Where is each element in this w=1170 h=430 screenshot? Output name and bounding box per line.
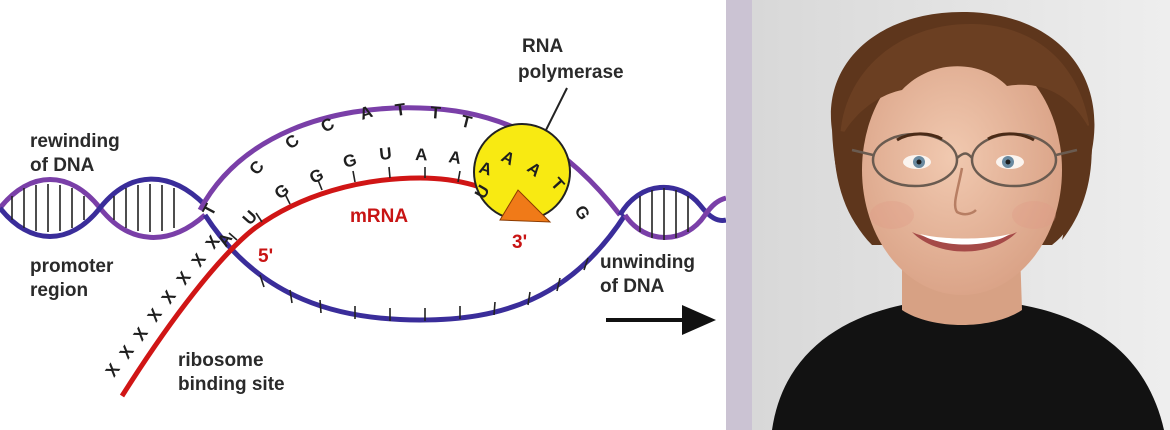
mrna-base: G [271,180,293,203]
unpaired-mark: X [173,268,195,289]
mrna-base: G [341,150,359,172]
rewinding-label-line1: rewinding [30,131,120,152]
mrna-label: mRNA [350,206,408,227]
promoter-label-line1: promoter [30,256,114,277]
unwinding-label-line2: of DNA [600,276,665,297]
unpaired-mark: X [158,287,180,308]
diagram-labels: rewinding of DNA promoter region ribosom… [30,36,695,395]
template-base: T [459,111,474,132]
mrna-base: A [447,147,462,168]
ribosome-label-line2: binding site [178,374,285,395]
promoter-label-line2: region [30,280,88,301]
unpaired-mark: X [188,250,210,271]
cheek-right [1012,201,1056,229]
transcription-bubble [200,108,625,321]
right-helix-strand-a [620,187,726,220]
left-helix-rungs [12,184,174,232]
mrna-base: A [415,145,428,164]
three-prime-label: 3' [512,232,527,253]
right-double-helix [620,187,726,240]
template-base: T [430,103,442,123]
mrna-base-ticks [229,167,460,240]
left-double-helix [0,179,205,237]
five-prime-label: 5' [258,246,273,267]
polymerase-label-line2: polymerase [518,62,624,83]
unwinding-label-line1: unwinding [600,252,695,273]
template-base: A [357,102,375,124]
mrna-base: G [306,165,326,188]
polymerase-pointer-line [546,88,567,130]
portrait-svg [752,0,1170,430]
portrait-photo [752,0,1170,430]
template-base: C [246,157,268,179]
rewinding-label-line2: of DNA [30,155,95,176]
direction-arrow [606,305,716,335]
diagram-svg: T C C C A T T T A A T G A U G G G U [0,0,726,430]
template-base: G [571,202,594,223]
unpaired-mark: X [144,305,166,326]
lower-strand-ticks [260,258,588,321]
transcription-diagram: T C C C A T T T A A T G A U G G G U [0,0,726,430]
mrna-base: U [378,144,392,164]
ribosome-label-line1: ribosome [178,350,264,371]
cheek-left [870,201,914,229]
polymerase-label-line1: RNA [522,36,563,57]
coding-strand-lower [205,215,625,320]
unpaired-mark: X [102,360,124,381]
divider-strip [726,0,752,430]
rna-polymerase [474,88,570,222]
unpaired-mark: X [130,324,152,345]
template-base: T [394,100,408,120]
unpaired-mark: X [116,342,138,363]
